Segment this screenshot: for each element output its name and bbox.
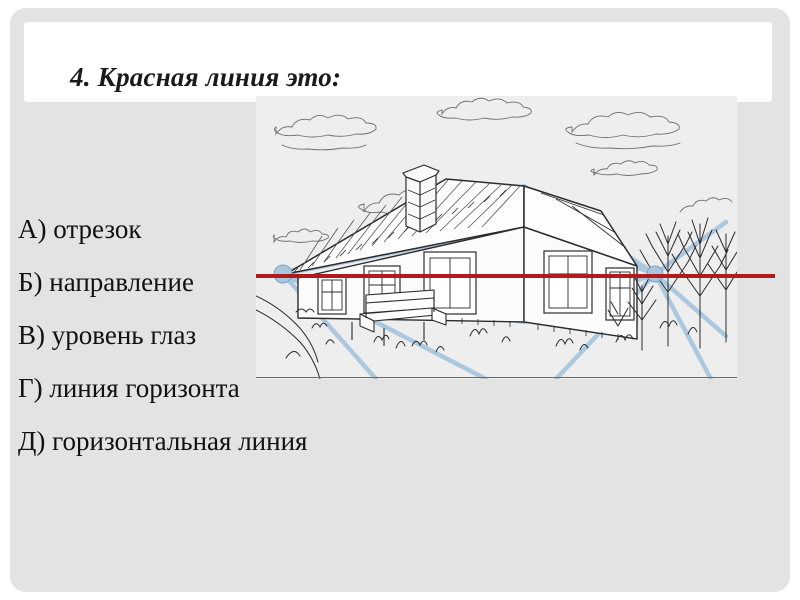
bench xyxy=(351,289,447,346)
option-v[interactable]: В) уровень глаз xyxy=(18,320,197,350)
option-g[interactable]: Г) линия горизонта xyxy=(18,373,240,403)
ground-strokes xyxy=(256,295,698,379)
trees-group xyxy=(607,217,737,351)
red-horizon-line xyxy=(256,274,775,278)
answer-options-list: А) отрезок Б) направление В) уровень гла… xyxy=(18,216,438,481)
title-plate: 4. Красная линия это: xyxy=(24,22,772,102)
option-b[interactable]: Б) направление xyxy=(18,267,194,297)
perspective-illustration xyxy=(256,96,737,379)
windows-right-wall xyxy=(543,250,635,321)
page-title: 4. Красная линия это: xyxy=(70,62,342,92)
illustration-bottom-border xyxy=(256,377,737,378)
option-d[interactable]: Д) горизонтальная линия xyxy=(18,426,308,456)
option-a[interactable]: А) отрезок xyxy=(18,214,142,244)
chimney xyxy=(402,164,440,233)
